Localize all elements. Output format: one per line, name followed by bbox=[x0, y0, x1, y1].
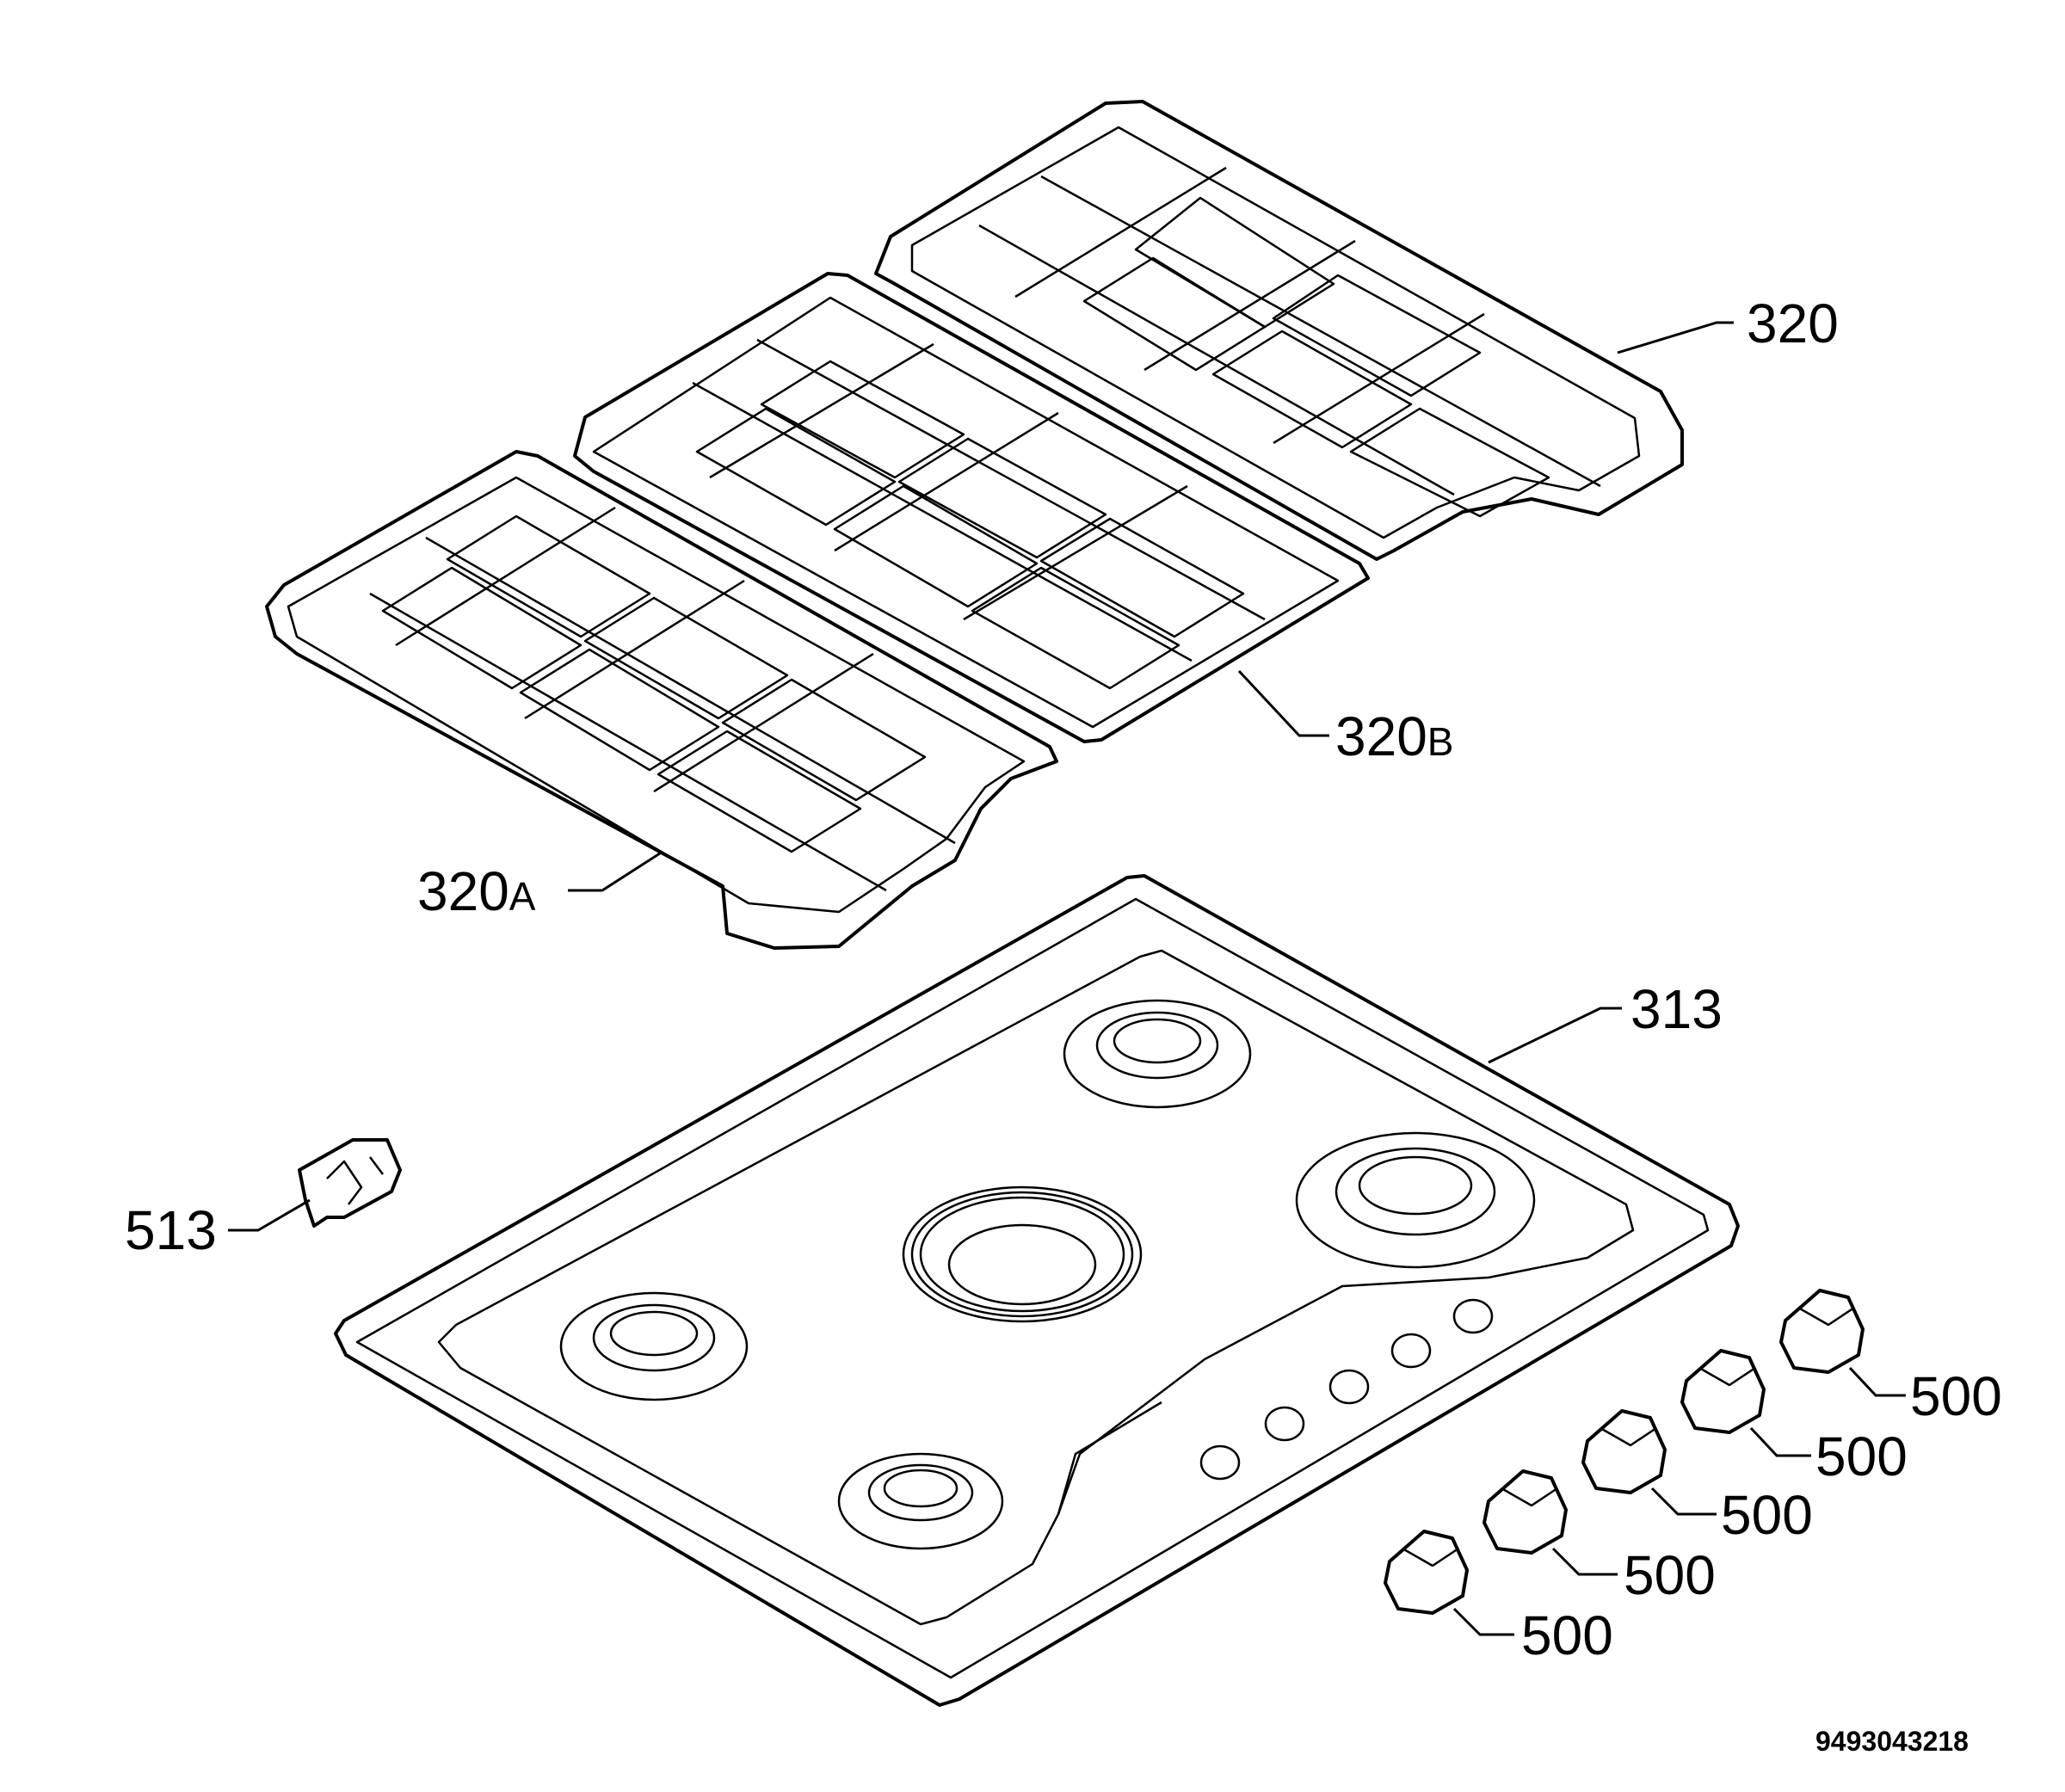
label-hob-top: 313 bbox=[1630, 978, 1723, 1040]
hob-top-panel bbox=[334, 874, 1740, 1707]
control-knobs bbox=[1384, 1289, 1865, 1615]
knob-2 bbox=[1680, 1349, 1766, 1434]
knob-holes bbox=[1199, 1298, 1494, 1481]
label-knob-4: 500 bbox=[1624, 1544, 1716, 1606]
label-pan-support-middle-number: 320 bbox=[1335, 705, 1427, 767]
label-pan-support-rear: 320 bbox=[1747, 293, 1839, 354]
leader-lines bbox=[228, 321, 1906, 1636]
label-pan-support-front: 320A bbox=[417, 860, 536, 922]
label-pan-support-middle-suffix: B bbox=[1427, 719, 1454, 764]
label-pan-support-middle: 320B bbox=[1335, 705, 1453, 767]
label-knob-1: 500 bbox=[1910, 1365, 2002, 1427]
knob-5 bbox=[1384, 1530, 1469, 1615]
label-knob-5: 500 bbox=[1521, 1604, 1613, 1666]
knob-4 bbox=[1482, 1469, 1568, 1555]
burner-front-left bbox=[559, 1291, 749, 1401]
label-knob-3: 500 bbox=[1721, 1484, 1813, 1546]
knob-3 bbox=[1581, 1409, 1667, 1494]
label-pan-support-front-number: 320 bbox=[417, 860, 509, 922]
burner-rear-left bbox=[1063, 999, 1252, 1109]
pan-support-middle bbox=[573, 272, 1370, 743]
burner-front-small bbox=[837, 1452, 1004, 1550]
knob-1 bbox=[1779, 1289, 1865, 1374]
document-number: 9493043218 bbox=[1815, 1726, 1969, 1757]
pan-support-rear bbox=[874, 100, 1684, 561]
label-pan-support-front-suffix: A bbox=[509, 874, 536, 919]
burner-rear-right bbox=[1295, 1131, 1536, 1269]
pan-support-front bbox=[265, 450, 1058, 950]
clip-part bbox=[298, 1138, 402, 1228]
burner-centre-wok bbox=[902, 1185, 1143, 1323]
label-clip: 513 bbox=[125, 1199, 217, 1261]
label-knob-2: 500 bbox=[1815, 1426, 1908, 1487]
